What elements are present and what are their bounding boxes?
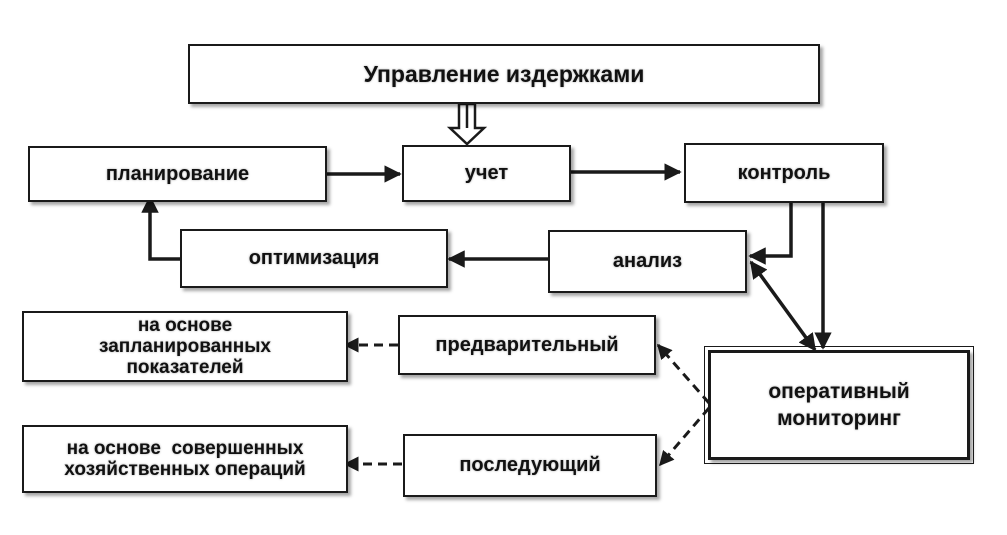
subsequent-box: последующий bbox=[403, 434, 657, 497]
monitoring-to-subsequent-arrow bbox=[658, 407, 711, 467]
planned-basis-line-2: запланированных bbox=[99, 335, 271, 357]
monitoring-analysis-double-arrow bbox=[749, 260, 817, 352]
title-box: Управление издержками bbox=[188, 44, 820, 104]
preliminary-label: предварительный bbox=[435, 333, 619, 356]
planning-box: планирование bbox=[28, 146, 327, 202]
accounting-box: учет bbox=[402, 145, 571, 202]
monitoring-to-preliminary-arrow bbox=[656, 343, 711, 404]
planned-basis-line-3: показателей bbox=[126, 357, 244, 379]
completed-basis-line-2: хозяйственных операций bbox=[64, 459, 306, 480]
title-label: Управление издержками bbox=[363, 60, 645, 87]
completed-basis-box: на основе совершенных хозяйственных опер… bbox=[22, 425, 348, 493]
planned-basis-line-1: на основе bbox=[137, 314, 233, 336]
analysis-label: анализ bbox=[612, 250, 683, 272]
planned-basis-box: на основе запланированных показателей bbox=[22, 311, 348, 382]
preliminary-box: предварительный bbox=[398, 315, 656, 375]
control-to-analysis-arrow bbox=[748, 203, 793, 265]
optimization-to-planning-arrow bbox=[141, 195, 180, 261]
monitoring-label-line-2: мониторинг bbox=[777, 407, 901, 430]
control-box: контроль bbox=[684, 143, 884, 203]
monitoring-box: оперативный мониторинг bbox=[704, 346, 974, 464]
optimization-label: оптимизация bbox=[248, 247, 380, 269]
completed-basis-line-1: на основе совершенных bbox=[66, 437, 304, 459]
monitoring-label-line-1: оперативный bbox=[768, 379, 910, 403]
analysis-box: анализ bbox=[548, 230, 747, 293]
subsequent-label: последующий bbox=[459, 454, 601, 476]
accounting-label: учет bbox=[464, 162, 509, 184]
control-label: контроль bbox=[737, 161, 831, 184]
optimization-box: оптимизация bbox=[180, 229, 448, 288]
planning-label: планирование bbox=[105, 162, 250, 185]
